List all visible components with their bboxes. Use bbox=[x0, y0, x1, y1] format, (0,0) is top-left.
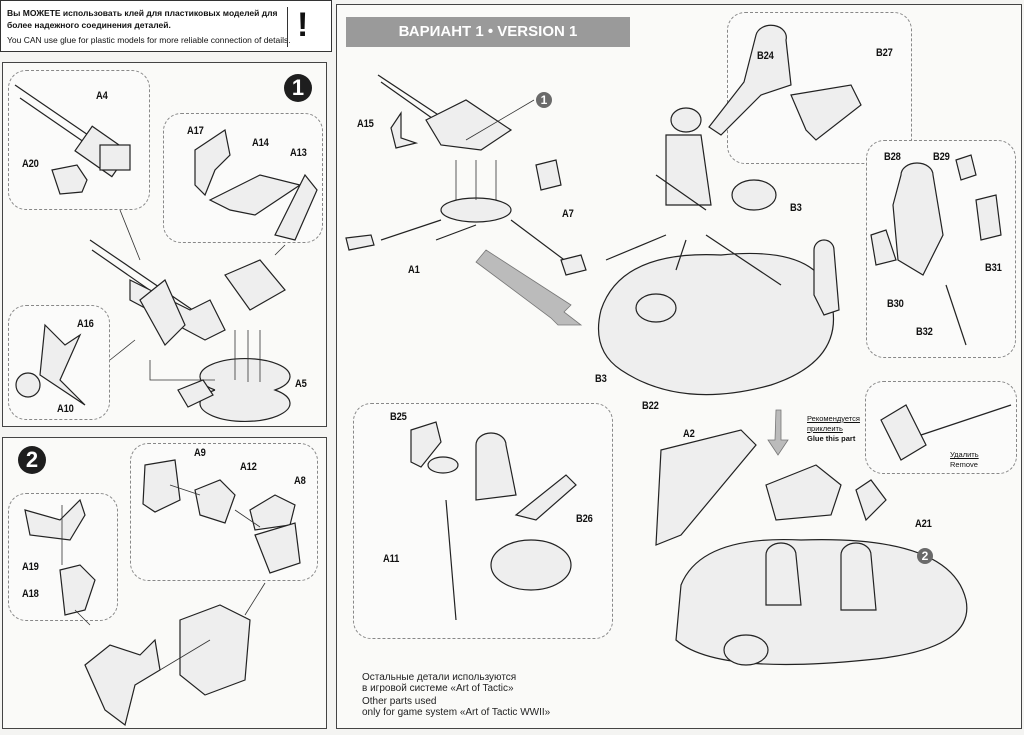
step-1-detail-handwheel bbox=[8, 305, 110, 420]
step-1-drawing bbox=[14, 84, 318, 422]
trunnion-a18 bbox=[59, 564, 96, 616]
step-2-reference: 2 bbox=[917, 548, 933, 564]
footnote-ru-line2: в игровой системе «Art of Tactic» bbox=[362, 683, 514, 694]
glue-this-part-note: Рекомендуется приклеить Glue this part bbox=[807, 414, 887, 444]
label-a1: A1 bbox=[408, 264, 420, 276]
notice-divider bbox=[287, 7, 288, 47]
label-b32: B32 bbox=[916, 326, 933, 338]
label-b28: B28 bbox=[884, 151, 901, 163]
side-plate-a13 bbox=[274, 173, 318, 241]
label-a4: A4 bbox=[96, 90, 108, 102]
label-a21: A21 bbox=[915, 518, 932, 530]
label-a12: A12 bbox=[240, 461, 257, 473]
label-b3-upper: B3 bbox=[790, 202, 802, 214]
label-a18: A18 bbox=[22, 588, 39, 600]
label-a14: A14 bbox=[252, 137, 269, 149]
side-plate-a17 bbox=[194, 129, 231, 197]
remove-note: Удалить Remove bbox=[950, 450, 979, 470]
label-b30: B30 bbox=[887, 298, 904, 310]
label-b31: B31 bbox=[985, 262, 1002, 274]
label-b3-lower: B3 bbox=[595, 373, 607, 385]
glue-note-ru: Рекомендуется приклеить bbox=[807, 414, 860, 433]
glue-notice: Вы МОЖЕТЕ использовать клей для пластико… bbox=[0, 0, 332, 52]
label-b24: B24 bbox=[757, 50, 774, 62]
version-1-drawing bbox=[345, 24, 1012, 666]
step-1-number: 1 bbox=[284, 74, 312, 102]
label-a20: A20 bbox=[22, 158, 39, 170]
step-2-drawing bbox=[24, 459, 301, 727]
step-2-number: 2 bbox=[18, 446, 46, 474]
label-a10: A10 bbox=[57, 403, 74, 415]
trunnion-a19 bbox=[24, 498, 86, 541]
label-a8: A8 bbox=[294, 475, 306, 487]
remove-note-en: Remove bbox=[950, 460, 978, 469]
base-plate-a14 bbox=[208, 174, 302, 216]
label-a16: A16 bbox=[77, 318, 94, 330]
label-a17: A17 bbox=[187, 125, 204, 137]
label-a7: A7 bbox=[562, 208, 574, 220]
breech-cover-a20 bbox=[51, 164, 88, 195]
label-a19: A19 bbox=[22, 561, 39, 573]
remove-note-ru: Удалить bbox=[950, 450, 979, 459]
label-b26: B26 bbox=[576, 513, 593, 525]
footnote: Остальные детали используются в игровой … bbox=[362, 672, 550, 720]
sight-box-a9 bbox=[142, 459, 181, 513]
footnote-en: Other parts used only for game system «A… bbox=[362, 696, 550, 718]
ammo-box-a8 bbox=[249, 494, 301, 574]
glue-note-en: Glue this part bbox=[807, 434, 856, 443]
label-b22: B22 bbox=[642, 400, 659, 412]
label-a2: A2 bbox=[683, 428, 695, 440]
label-a9: A9 bbox=[194, 447, 206, 459]
step-1-reference: 1 bbox=[536, 92, 552, 108]
connector-a12 bbox=[194, 479, 236, 524]
label-b25: B25 bbox=[390, 411, 407, 423]
notice-text-ru: Вы МОЖЕТЕ использовать клей для пластико… bbox=[7, 8, 278, 30]
label-b29: B29 bbox=[933, 151, 950, 163]
footnote-en-line2: only for game system «Art of Tactic WWII… bbox=[362, 707, 551, 718]
label-a13: A13 bbox=[290, 147, 307, 159]
footnote-ru-line1: Остальные детали используются bbox=[362, 672, 517, 683]
label-a11: A11 bbox=[383, 553, 400, 565]
footnote-en-line1: Other parts used bbox=[362, 696, 437, 707]
label-a15: A15 bbox=[357, 118, 374, 130]
exclamation-icon: ! bbox=[297, 6, 309, 44]
version-1-banner: ВАРИАНТ 1 • VERSION 1 bbox=[346, 17, 630, 47]
label-b27: B27 bbox=[876, 47, 893, 59]
notice-text-en: You CAN use glue for plastic models for … bbox=[7, 35, 291, 45]
footnote-ru: Остальные детали используются в игровой … bbox=[362, 672, 550, 694]
barrel-part-a4 bbox=[14, 84, 131, 178]
label-a5: A5 bbox=[295, 378, 307, 390]
